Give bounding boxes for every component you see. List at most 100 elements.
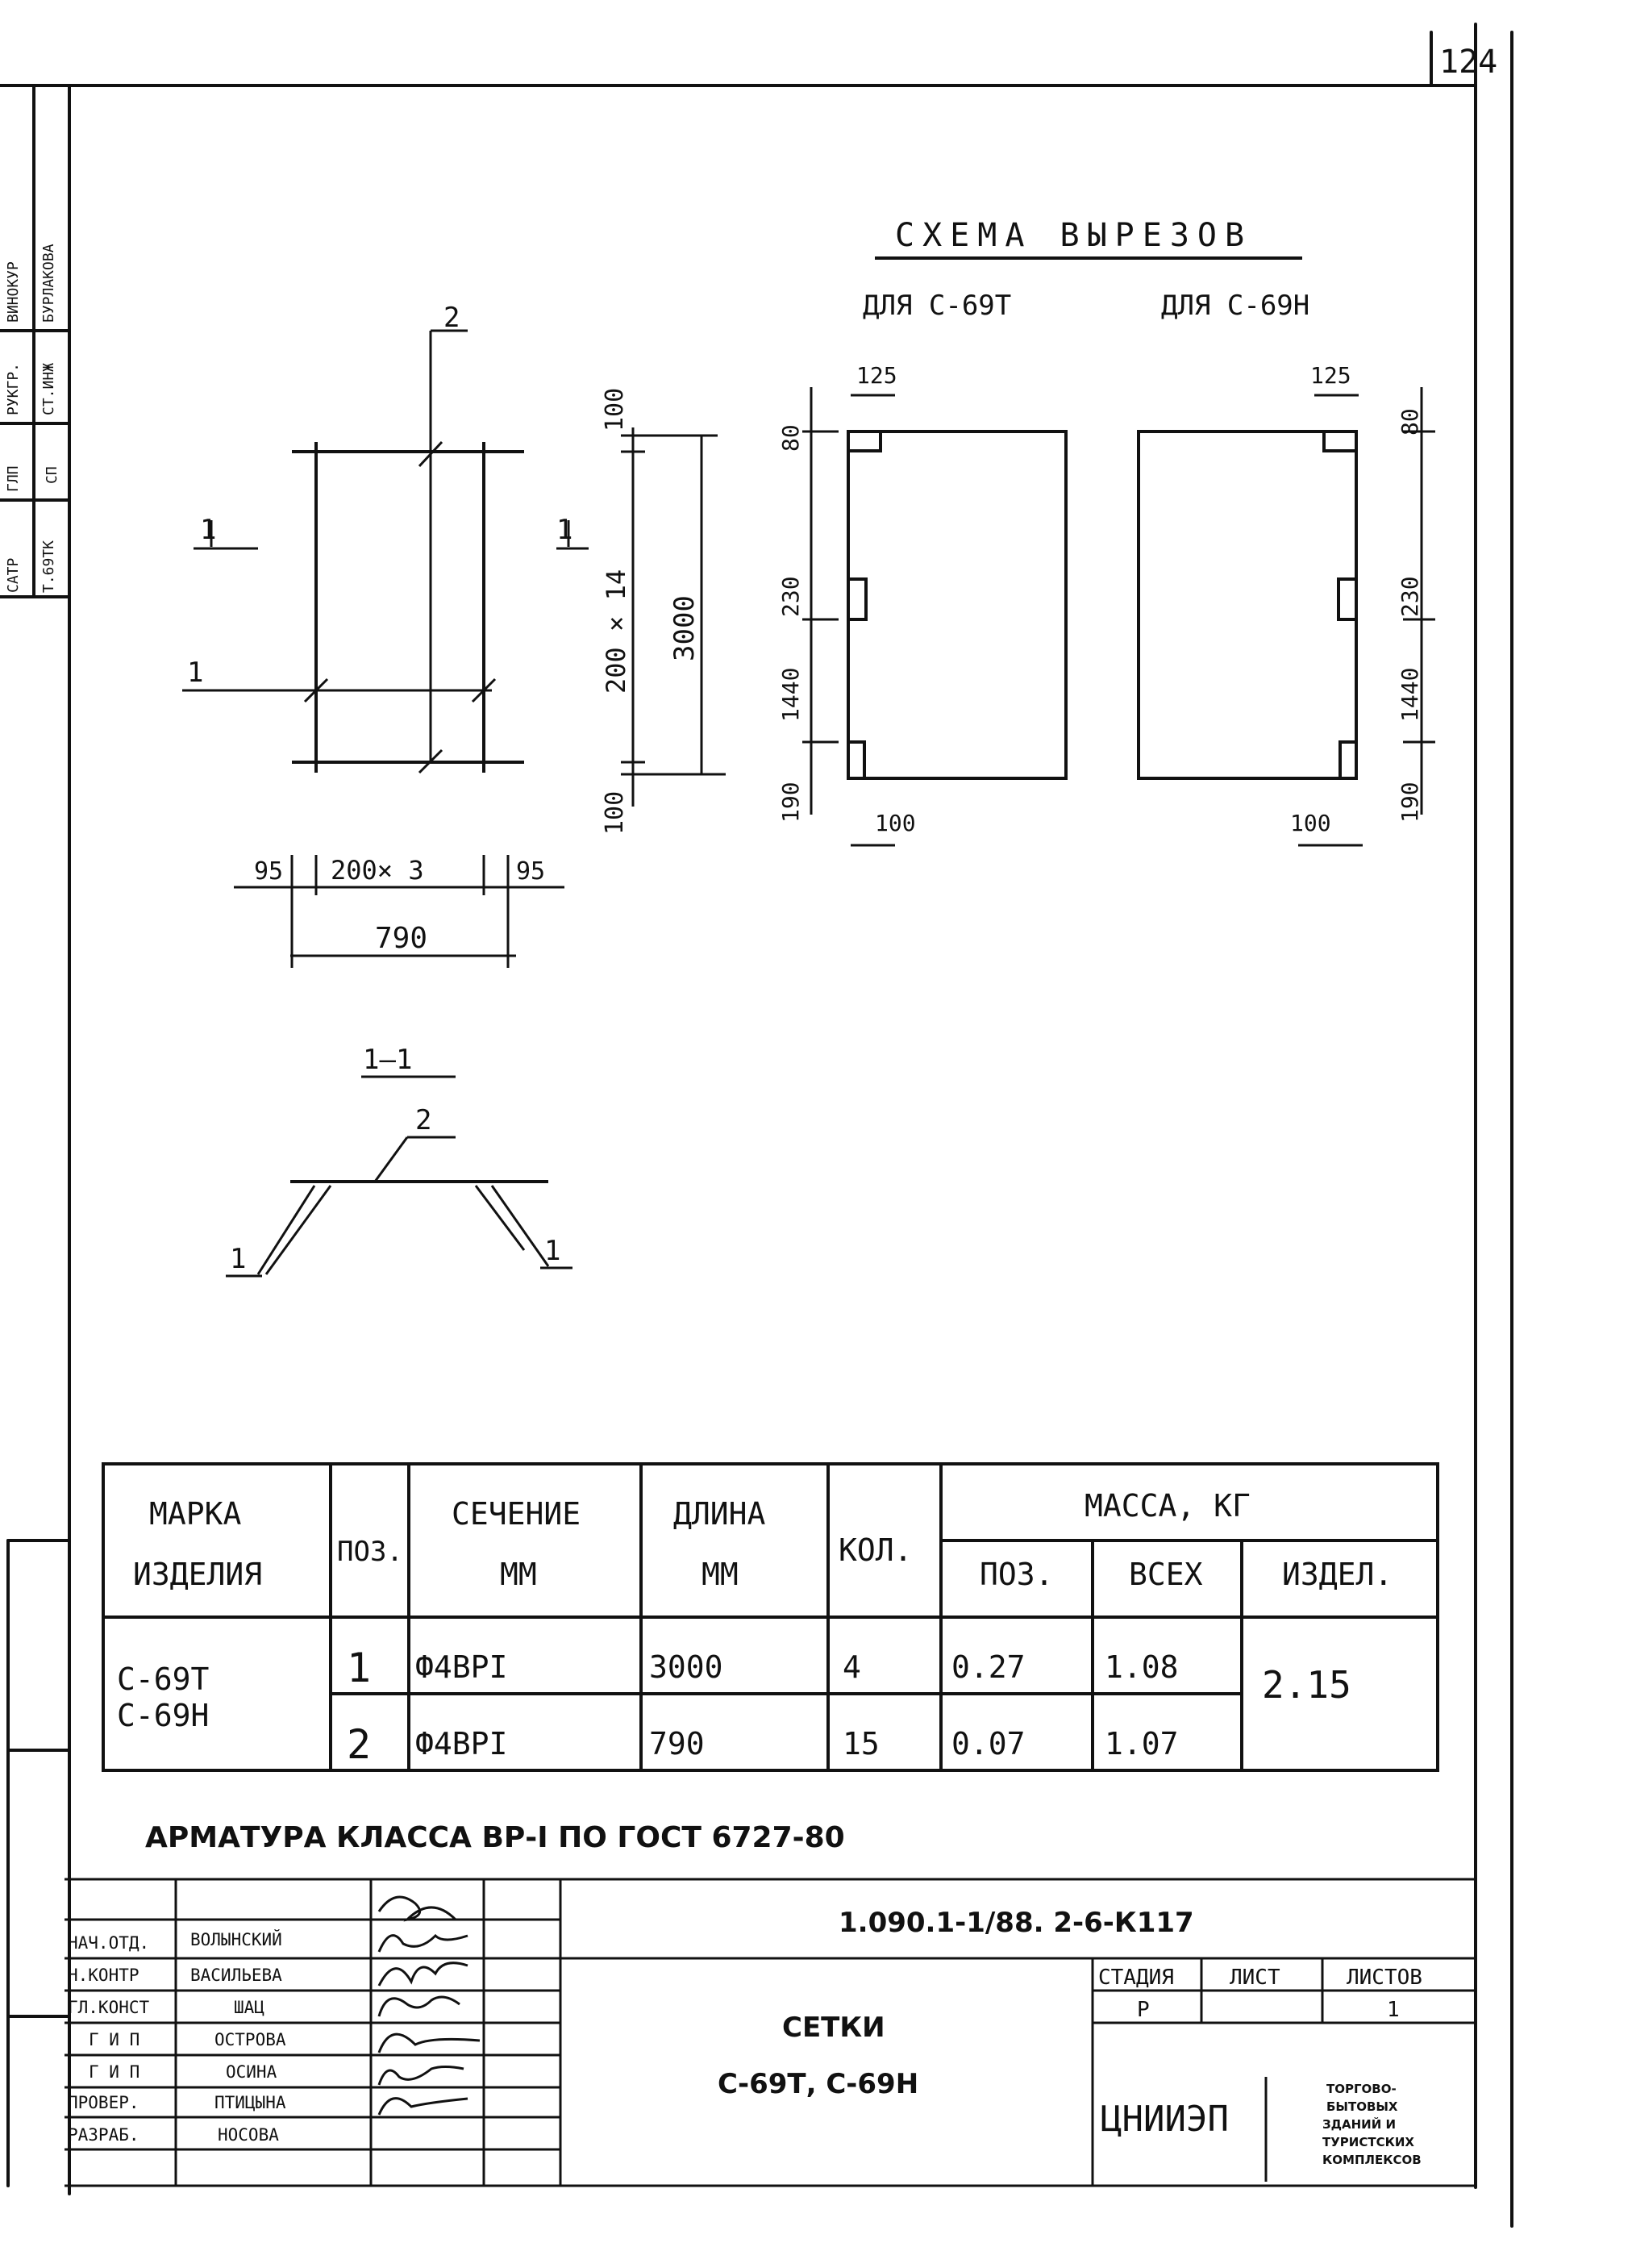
section-drawing xyxy=(226,1075,572,1278)
org-desc-line: БЫТОВЫХ xyxy=(1326,2099,1398,2114)
cell-mass-all: 1.07 xyxy=(1105,1726,1179,1761)
dim-left: 95 xyxy=(254,857,283,886)
header-qty: КОЛ. xyxy=(839,1532,913,1568)
drawing-subtitle: С-69Т, С-69Н xyxy=(718,2068,918,2100)
cut-scheme-title: СХЕМА ВЫРЕЗОВ xyxy=(895,217,1252,254)
strip-label: СП xyxy=(44,466,60,484)
header-section: СЕЧЕНИЕ xyxy=(452,1496,581,1532)
dim-cut: 125 xyxy=(1310,362,1351,389)
cut-scheme-left-caption: ДЛЯ С-69Т xyxy=(863,290,1011,322)
header-length: ДЛИНА xyxy=(673,1496,766,1532)
dim-cut: 190 xyxy=(777,782,804,823)
header-mass-all: ВСЕХ xyxy=(1129,1557,1203,1592)
document-code: 1.090.1-1/88. 2-6-К117 xyxy=(839,1907,1194,1939)
cut-scheme-right-caption: ДЛЯ С-69Н xyxy=(1161,290,1309,322)
header-section: ММ xyxy=(500,1557,537,1592)
reinforcement-note: АРМАТУРА КЛАССА ВР-I ПО ГОСТ 6727-80 xyxy=(145,1821,845,1854)
stage-value: Р xyxy=(1137,1998,1150,2022)
staff-name: ОСТРОВА xyxy=(214,2030,286,2049)
strip-label: БУРЛАКОВА xyxy=(40,244,57,323)
staff-role: НАЧ.ОТД. xyxy=(68,1933,149,1953)
cell-mass-all: 1.08 xyxy=(1105,1649,1179,1685)
org-desc-line: ТОРГОВО- xyxy=(1326,2082,1397,2096)
table-row: 1 Ф4ВРI 3000 4 0.27 1.08 xyxy=(347,1645,1179,1691)
cell-qty: 4 xyxy=(843,1649,861,1685)
cell-length: 3000 xyxy=(649,1649,723,1685)
dim-cut: 80 xyxy=(1397,408,1423,436)
org-desc-line: ТУРИСТСКИХ xyxy=(1322,2135,1414,2149)
dim-total: 3000 xyxy=(668,595,701,661)
cell-pos: 1 xyxy=(347,1645,371,1691)
staff-role: ГЛ.КОНСТ xyxy=(68,1998,150,2017)
section-mark: 1 xyxy=(200,514,216,546)
dim-cut: 230 xyxy=(1397,576,1423,617)
dim-cut: 100 xyxy=(875,810,916,836)
organization: ЦНИИЭП xyxy=(1101,2099,1229,2140)
cell-section: Ф4ВРI xyxy=(415,1649,507,1685)
stage-label: СТАДИЯ xyxy=(1098,1966,1174,1990)
staff-role: Г И П xyxy=(89,2062,139,2082)
section-title: 1—1 xyxy=(363,1044,412,1076)
cell-section: Ф4ВРI xyxy=(415,1726,507,1761)
spec-table: МАРКА ИЗДЕЛИЯ ПОЗ. СЕЧЕНИЕ ММ ДЛИНА ММ К… xyxy=(117,1488,1393,1768)
dim-top: 100 xyxy=(601,388,629,432)
organization-desc: ТОРГОВО- БЫТОВЫХ ЗДАНИЙ И ТУРИСТСКИХ КОМ… xyxy=(1322,2082,1422,2167)
dim-cut: 125 xyxy=(856,362,897,389)
cell-pos: 2 xyxy=(347,1721,371,1768)
cell-qty: 15 xyxy=(843,1726,880,1761)
dim-cut: 1440 xyxy=(777,668,804,722)
cell-length: 790 xyxy=(649,1726,705,1761)
strip-label: СТ.ИНЖ xyxy=(40,363,57,415)
staff-name: НОСОВА xyxy=(218,2125,279,2145)
sheets-value: 1 xyxy=(1387,1998,1400,2022)
header-mass-pos: ПОЗ. xyxy=(980,1557,1054,1592)
sheets-label: ЛИСТОВ xyxy=(1347,1966,1422,1990)
header-mark: МАРКА xyxy=(149,1496,242,1532)
position-label: 2 xyxy=(443,302,460,334)
drawing-title: СЕТКИ xyxy=(782,2012,885,2044)
section-label: 2 xyxy=(415,1104,431,1136)
sheet-label: ЛИСТ xyxy=(1230,1966,1280,1990)
left-strip: САТР Т.69ТК ГЛП СП РУКГР. СТ.ИНЖ ВИНОКУР… xyxy=(5,244,60,593)
org-desc-line: ЗДАНИЙ И xyxy=(1322,2116,1396,2132)
header-mass: МАССА, КГ xyxy=(1085,1488,1251,1524)
strip-label: ВИНОКУР xyxy=(5,261,22,323)
strip-label: РУКГР. xyxy=(5,363,22,415)
cell-mass-pos: 0.27 xyxy=(951,1649,1026,1685)
cell-item-mass: 2.15 xyxy=(1262,1663,1351,1707)
dim-width: 790 xyxy=(375,922,427,955)
dim-cut: 80 xyxy=(777,424,804,452)
staff-role: Г И П xyxy=(89,2030,139,2049)
position-label: 1 xyxy=(187,657,203,689)
header-mark: ИЗДЕЛИЯ xyxy=(133,1557,262,1592)
staff-name: ПТИЦЫНА xyxy=(214,2093,286,2112)
header-length: ММ xyxy=(702,1557,739,1592)
dim-bottom: 100 xyxy=(601,791,629,835)
staff-name: ВОЛЫНСКИЙ xyxy=(190,1929,282,1949)
title-block-grid xyxy=(65,1878,1476,2187)
staff-name: ШАЦ xyxy=(234,1998,264,2017)
staff-list: НАЧ.ОТД. ВОЛЫНСКИЙ Н.КОНТР ВАСИЛЬЕВА ГЛ.… xyxy=(68,1929,286,2145)
org-desc-line: КОМПЛЕКСОВ xyxy=(1322,2153,1422,2167)
dim-mid: 200 × 14 xyxy=(601,569,631,694)
dim-middle: 200× 3 xyxy=(331,855,424,886)
spec-table-grid xyxy=(102,1462,1439,1772)
sheet-number: 124 xyxy=(1439,44,1497,81)
staff-name: ОСИНА xyxy=(226,2062,277,2082)
signatures xyxy=(377,1895,481,2116)
dim-cut: 190 xyxy=(1397,782,1423,823)
staff-role: Н.КОНТР xyxy=(68,1966,139,1985)
mark-value: С-69Н xyxy=(117,1698,209,1733)
dim-cut: 1440 xyxy=(1397,668,1423,722)
dim-cut: 100 xyxy=(1290,810,1331,836)
section-label: 1 xyxy=(544,1235,560,1267)
mark-value: С-69Т xyxy=(117,1661,209,1697)
dim-right: 95 xyxy=(516,857,545,886)
section-mark: 1 xyxy=(556,514,572,546)
cell-mass-pos: 0.07 xyxy=(951,1726,1026,1761)
strip-label: Т.69ТК xyxy=(40,540,57,593)
dim-cut: 230 xyxy=(777,576,804,617)
strip-label: САТР xyxy=(5,557,22,593)
strip-label: ГЛП xyxy=(5,465,22,492)
